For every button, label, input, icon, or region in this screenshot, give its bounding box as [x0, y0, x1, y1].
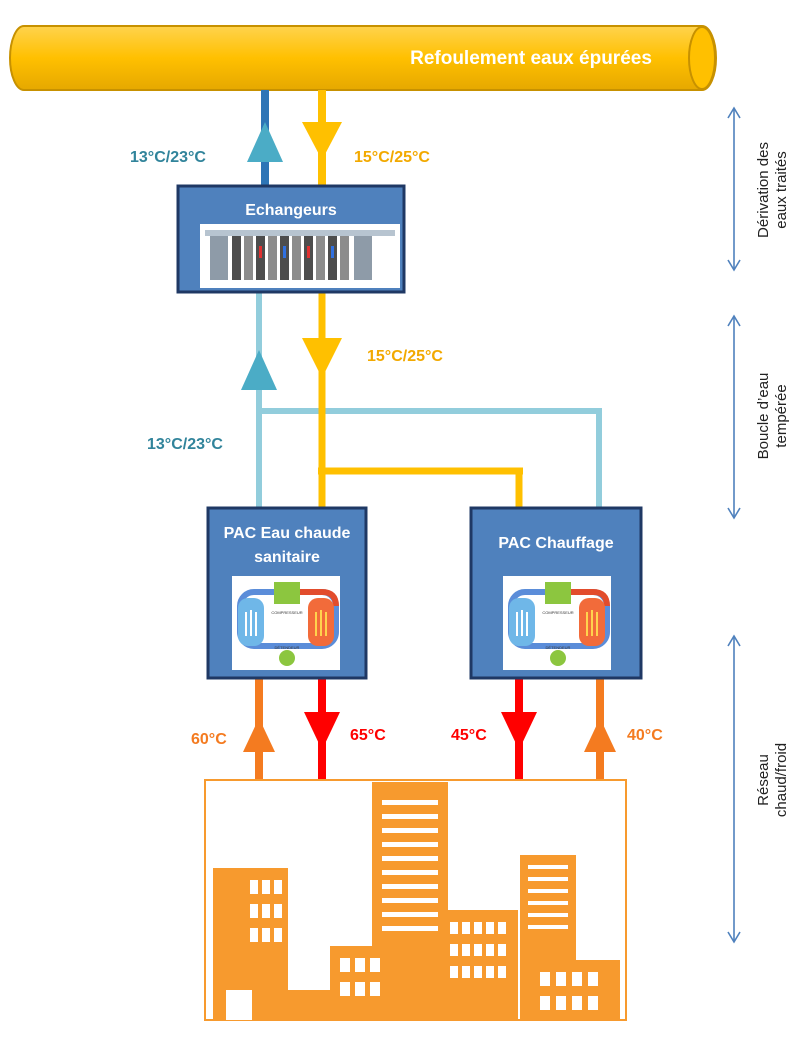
side-label-derivation: Dérivation des eaux traités [755, 142, 790, 238]
up-arrow-icon [243, 718, 275, 752]
up-arrow-icon [241, 350, 277, 390]
derivation-range-arrow [727, 106, 741, 272]
expander-label: DÉTENDEUR [546, 645, 571, 650]
up-arrow-icon [247, 122, 283, 162]
svg-text:Dérivation des: Dérivation des [755, 142, 772, 238]
heat-pump-heating-box: PAC Chauffage COMPRESSEUR DÉTENDEUR [469, 506, 643, 680]
loop-range-arrow [727, 314, 741, 520]
up-arrow-icon [584, 718, 616, 752]
heat-pump-dhw-title-line2: sanitaire [254, 549, 320, 566]
temperature-labels: 13°C/23°C 15°C/25°C 15°C/25°C 13°C/23°C … [130, 149, 663, 748]
heat-pump-heating-title: PAC Chauffage [498, 535, 613, 552]
temp-heating-supply: 45°C [451, 727, 487, 744]
temp-dhw-supply: 65°C [350, 727, 386, 744]
exchanger-title: Echangeurs [245, 202, 337, 219]
city-buildings [204, 779, 627, 1021]
temp-dhw-return: 60°C [191, 731, 227, 748]
exchanger-box: Echangeurs [176, 184, 406, 294]
temp-heating-return: 40°C [627, 727, 663, 744]
down-arrow-icon [304, 712, 340, 750]
hot-network-pipes [243, 678, 616, 780]
compressor-label: COMPRESSEUR [271, 610, 302, 615]
heat-pump-cycle-image: COMPRESSEUR DÉTENDEUR [503, 576, 611, 670]
network-range-arrow [727, 634, 741, 944]
heat-pump-dhw-box: PAC Eau chaude sanitaire COMPRESSEUR DÉT… [206, 506, 368, 680]
svg-text:eaux traités: eaux traités [773, 151, 790, 229]
temp-top-warm: 15°C/25°C [354, 149, 430, 166]
down-arrow-icon [501, 712, 537, 750]
tempered-loop-pipes [241, 292, 602, 508]
svg-text:Réseau: Réseau [755, 754, 772, 806]
side-range-indicators: Dérivation des eaux traités Boucle d’eau… [727, 106, 790, 944]
plate-exchanger-image [200, 224, 400, 288]
side-label-network: Réseau chaud/froid [755, 743, 790, 817]
svg-text:Boucle d’eau: Boucle d’eau [755, 373, 772, 460]
heat-pump-cycle-image: COMPRESSEUR DÉTENDEUR [232, 576, 340, 670]
down-arrow-icon [302, 122, 342, 160]
side-label-loop: Boucle d’eau tempérée [755, 373, 790, 460]
temp-loop-cold: 13°C/23°C [147, 436, 223, 453]
svg-text:chaud/froid: chaud/froid [773, 743, 790, 817]
svg-text:tempérée: tempérée [773, 384, 790, 447]
compressor-label: COMPRESSEUR [542, 610, 573, 615]
temp-loop-warm: 15°C/25°C [367, 348, 443, 365]
expander-label: DÉTENDEUR [275, 645, 300, 650]
discharge-pipe-label: Refoulement eaux épurées [410, 48, 652, 69]
heat-pump-dhw-title-line1: PAC Eau chaude [224, 525, 351, 542]
temp-top-cold: 13°C/23°C [130, 149, 206, 166]
derivation-pipes [247, 90, 342, 186]
discharge-pipe: Refoulement eaux épurées [9, 25, 717, 91]
down-arrow-icon [302, 338, 342, 378]
